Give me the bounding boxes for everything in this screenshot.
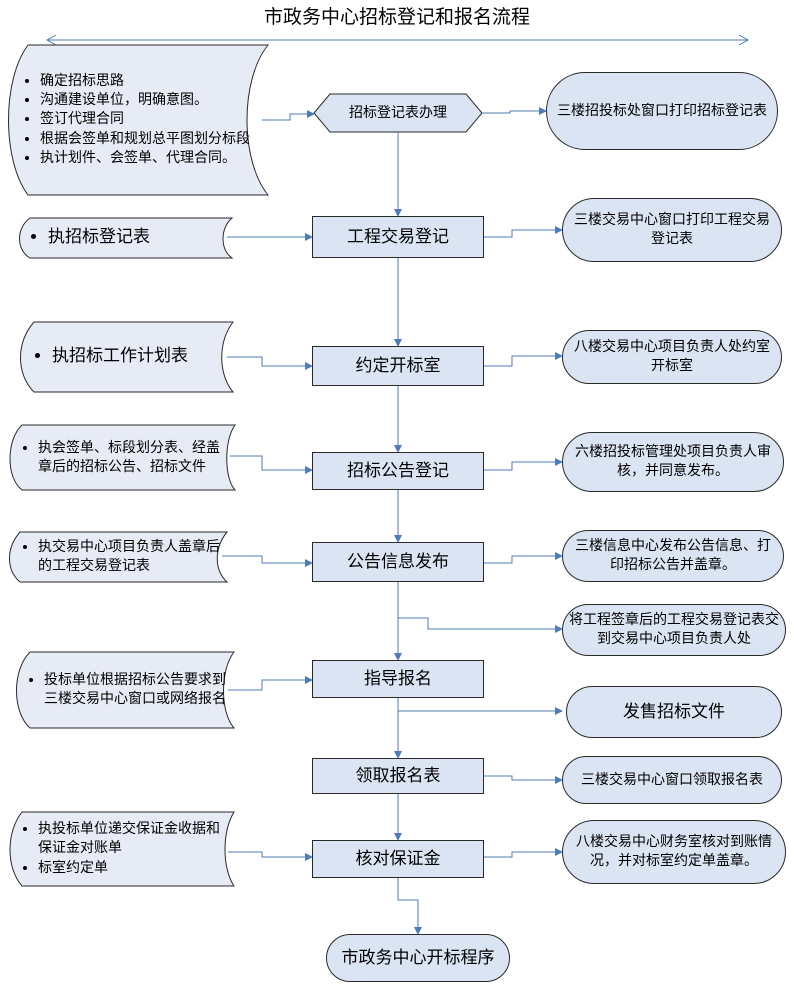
connector-right-3: [484, 352, 563, 367]
node-registration-handling: 招标登记表办理: [322, 94, 474, 132]
left-note-item: 执计划件、会签单、代理合同。: [40, 149, 250, 168]
connector-left-1: [262, 110, 315, 121]
right-note-3: 八楼交易中心项目负责人处约室开标室: [562, 330, 782, 384]
left-note-item: 沟通建设单位，明确意图。: [40, 91, 250, 110]
left-note-item: 投标单位根据招标公告要求到三楼交易中心窗口或网络报名: [44, 671, 230, 709]
doc-shape-2: [19, 217, 234, 259]
connector-left-3: [227, 356, 313, 370]
node-project-trade-registration: 工程交易登记: [312, 216, 484, 258]
page-title: 市政务中心招标登记和报名流程: [263, 6, 530, 28]
left-note-item: 执会签单、标段划分表、经盖章后的招标公告、招标文件: [38, 439, 228, 477]
connector-right-5: [484, 552, 563, 564]
node-book-bid-opening-room: 约定开标室: [312, 346, 484, 386]
connector-left-6: [228, 676, 313, 691]
connector-left-4: [230, 455, 313, 474]
doc-shape-3: [20, 321, 235, 393]
left-note-1: 确定招标思路 沟通建设单位，明确意图。 签订代理合同 根据会签单和规划总平图划分…: [10, 46, 250, 194]
doc-shape-6: [16, 651, 236, 729]
left-note-item: 签订代理合同: [40, 110, 250, 129]
left-note-item: 执招标工作计划表: [52, 345, 222, 368]
node-collect-signup-form: 领取报名表: [312, 758, 484, 794]
connector-right-4: [484, 458, 563, 471]
connector-right-6: [398, 617, 563, 633]
left-note-item: 标室约定单: [38, 859, 228, 878]
connector-right-1: [482, 107, 547, 115]
left-note-5: 执交易中心项目负责人盖章后的工程交易登记表: [10, 532, 222, 582]
doc-shape-1: [8, 44, 270, 196]
left-note-6: 投标单位根据招标公告要求到三楼交易中心窗口或网络报名: [16, 652, 230, 728]
connector-right-2: [484, 226, 563, 238]
right-note-1: 三楼招投标处窗口打印招标登记表: [546, 72, 778, 150]
node-notice-publication: 公告信息发布: [312, 542, 484, 582]
right-note-9: 八楼交易中心财务室核对到账情况，并对标室约定单盖章。: [562, 820, 786, 884]
left-note-item: 确定招标思路: [40, 72, 250, 91]
node-verify-deposit: 核对保证金: [312, 840, 484, 878]
connectors: [222, 107, 563, 935]
right-note-5: 三楼信息中心发布公告信息、打印招标公告并盖章。: [562, 530, 784, 582]
node-label: 招标登记表办理: [349, 104, 447, 121]
connector-left-5: [222, 555, 313, 567]
doc-shape-7: [9, 811, 235, 887]
node-guide-signup: 指导报名: [312, 660, 484, 698]
left-note-2: 执招标登记表: [18, 218, 218, 258]
left-note-4: 执会签单、标段划分表、经盖章后的招标公告、招标文件: [10, 426, 228, 490]
connector-main-8: [397, 878, 422, 935]
top-divider-arrow: [45, 34, 750, 46]
connector-left-7: [228, 851, 313, 861]
left-note-item: 执投标单位递交保证金收据和保证金对账单: [38, 820, 228, 858]
left-note-item: 执交易中心项目负责人盖章后的工程交易登记表: [38, 538, 222, 576]
left-note-item: 执招标登记表: [48, 226, 218, 249]
doc-shape-4: [9, 424, 237, 491]
doc-shape-5: [9, 531, 229, 583]
node-end-bid-opening-procedure: 市政务中心开标程序: [326, 934, 510, 982]
left-note-item: 根据会签单和规划总平图划分标段: [40, 130, 250, 149]
node-tender-notice-registration: 招标公告登记: [312, 452, 484, 490]
connector-right-8: [484, 775, 563, 784]
right-note-6: 将工程签章后的工程交易登记表交到交易中心项目负责人处: [562, 604, 786, 656]
connector-right-9: [484, 848, 563, 858]
right-note-2: 三楼交易中心窗口打印工程交易登记表: [562, 198, 782, 262]
right-note-8: 三楼交易中心窗口领取报名表: [562, 756, 782, 804]
right-note-7: 发售招标文件: [566, 686, 782, 738]
left-note-7: 执投标单位递交保证金收据和保证金对账单 标室约定单: [10, 812, 228, 886]
left-doc-shapes: [8, 44, 270, 887]
left-note-3: 执招标工作计划表: [22, 322, 222, 392]
right-note-4: 六楼招投标管理处项目负责人审核，并同意发布。: [562, 432, 784, 492]
